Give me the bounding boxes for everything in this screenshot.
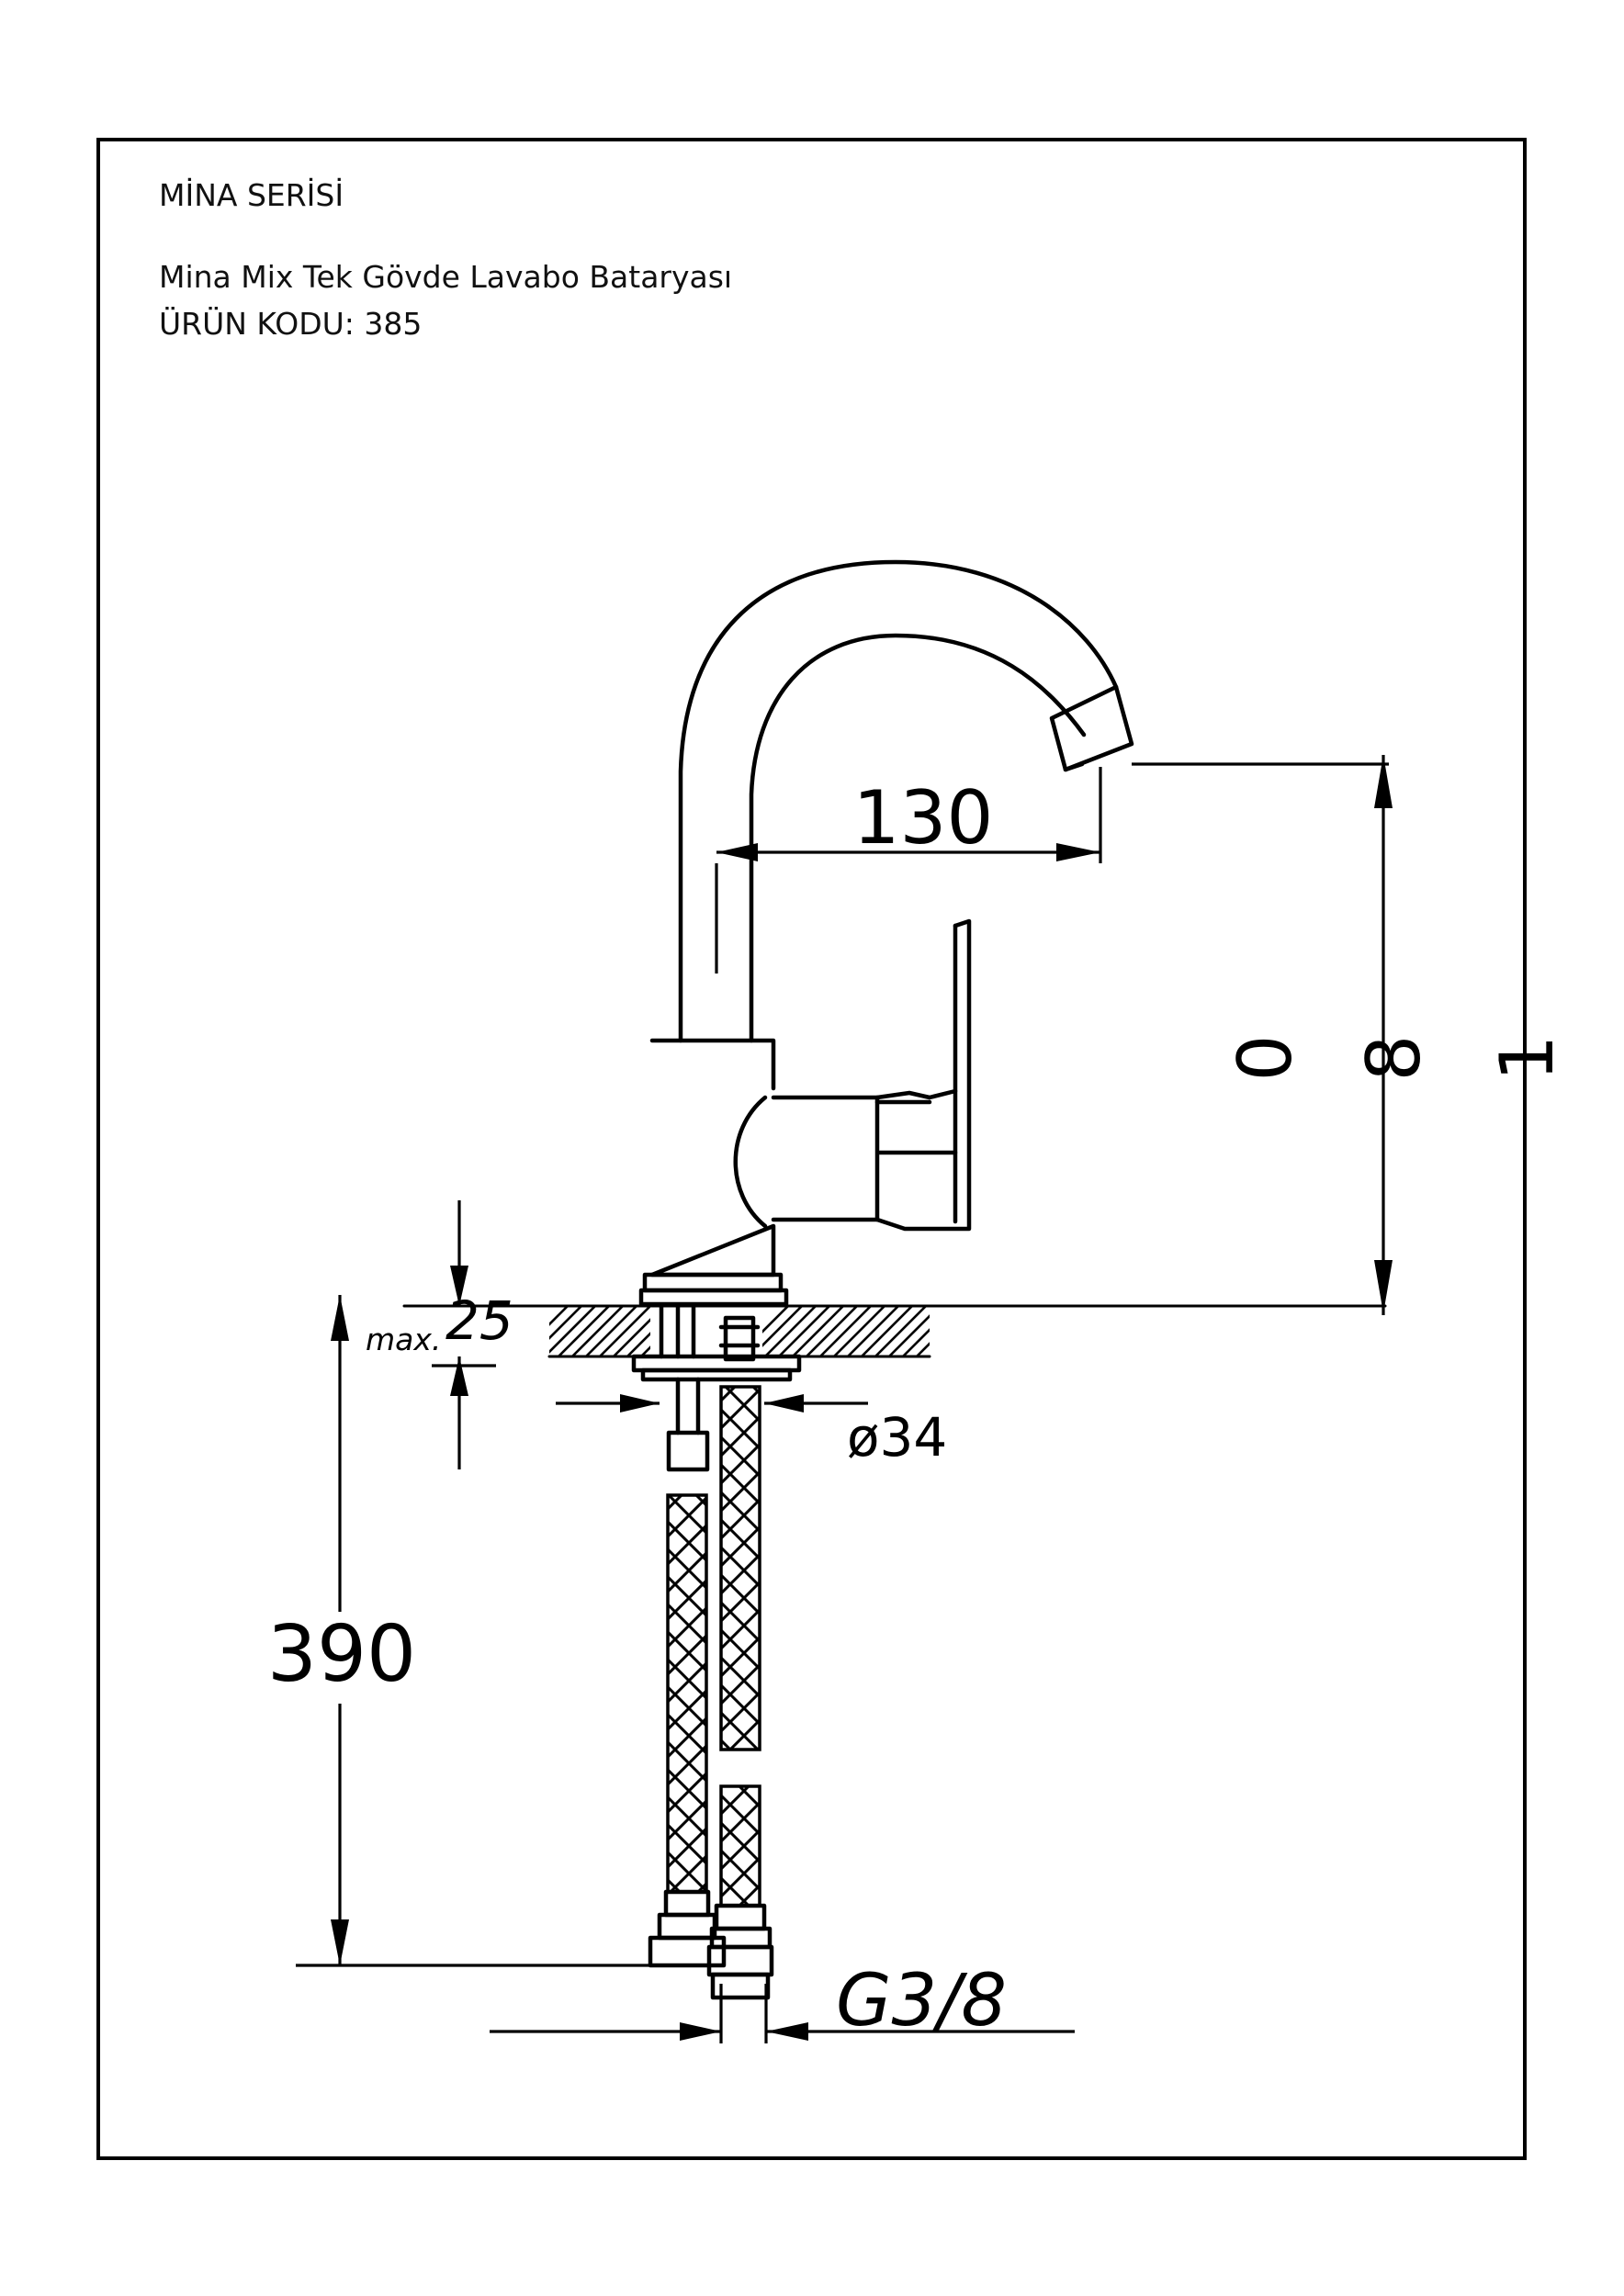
dim-hole-diameter: [556, 1394, 868, 1412]
dim-height-digit-3: 1: [1484, 1035, 1570, 1082]
dim-height-digit-1: 0: [1223, 1035, 1308, 1082]
page-frame: [96, 138, 1527, 2160]
product-code: ÜRÜN KODU: 385: [159, 306, 423, 342]
dim-max-label: max.: [366, 1322, 441, 1357]
dim-spout-reach-label: 130: [853, 775, 994, 861]
dim-hose-length: [296, 1295, 716, 1967]
dim-max-thickness-label: 25: [445, 1289, 513, 1352]
flex-hoses: [648, 1377, 774, 2000]
dim-thread-label: G3/8: [836, 1960, 1007, 2043]
dim-spout-reach: [715, 767, 1102, 974]
dim-thread: [490, 1984, 1075, 2043]
product-name: Mina Mix Tek Gövde Lavabo Bataryası: [159, 259, 733, 295]
countertop-section: [402, 1303, 1387, 1382]
dim-height: [1132, 755, 1393, 1315]
dim-hole-diameter-label: ø34: [847, 1406, 947, 1469]
dim-max-thickness: [432, 1200, 496, 1469]
dim-height-digit-2: 8: [1351, 1035, 1437, 1082]
dim-hose-length-label: 390: [267, 1609, 416, 1700]
series-title: MİNA SERİSİ: [159, 177, 344, 213]
faucet: [638, 559, 1134, 1307]
